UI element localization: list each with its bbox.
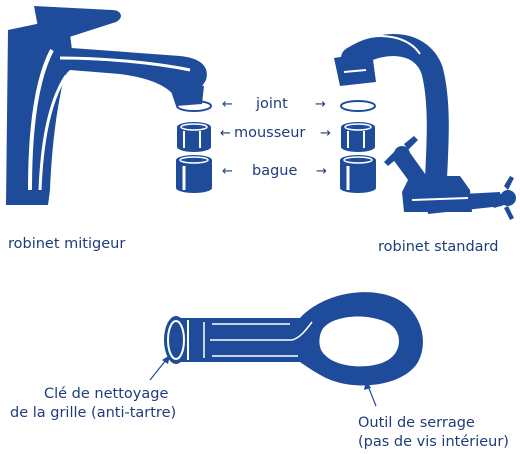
label-cleaning-key-line2: de la grille (anti-tartre) (10, 405, 177, 421)
label-cleaning-key-line1: Clé de nettoyage (44, 386, 169, 402)
label-mixer-faucet: robinet mitigeur (8, 236, 126, 252)
label-tightening-tool-line2: (pas de vis intérieur) (358, 434, 509, 450)
label-bague: bague (252, 163, 298, 179)
arrow-joint-right: → (315, 97, 326, 112)
standard-faucet-illustration (334, 34, 516, 220)
label-standard-faucet: robinet standard (378, 239, 499, 255)
arrow-mousseur-right: → (320, 126, 331, 141)
arrow-bague-right: → (316, 164, 327, 179)
parts-left-column (176, 100, 212, 193)
arrow-bague-left: ← (222, 164, 233, 179)
label-tightening-tool-line1: Outil de serrage (358, 415, 475, 431)
parts-right-column (340, 100, 376, 193)
arrow-mousseur-left: ← (220, 126, 231, 141)
label-joint: joint (256, 96, 288, 112)
key-tool-illustration (164, 292, 423, 386)
arrow-joint-left: ← (222, 97, 233, 112)
label-mousseur: mousseur (234, 125, 306, 141)
mixer-faucet-illustration (6, 6, 207, 205)
callout-arrows (149, 355, 377, 407)
